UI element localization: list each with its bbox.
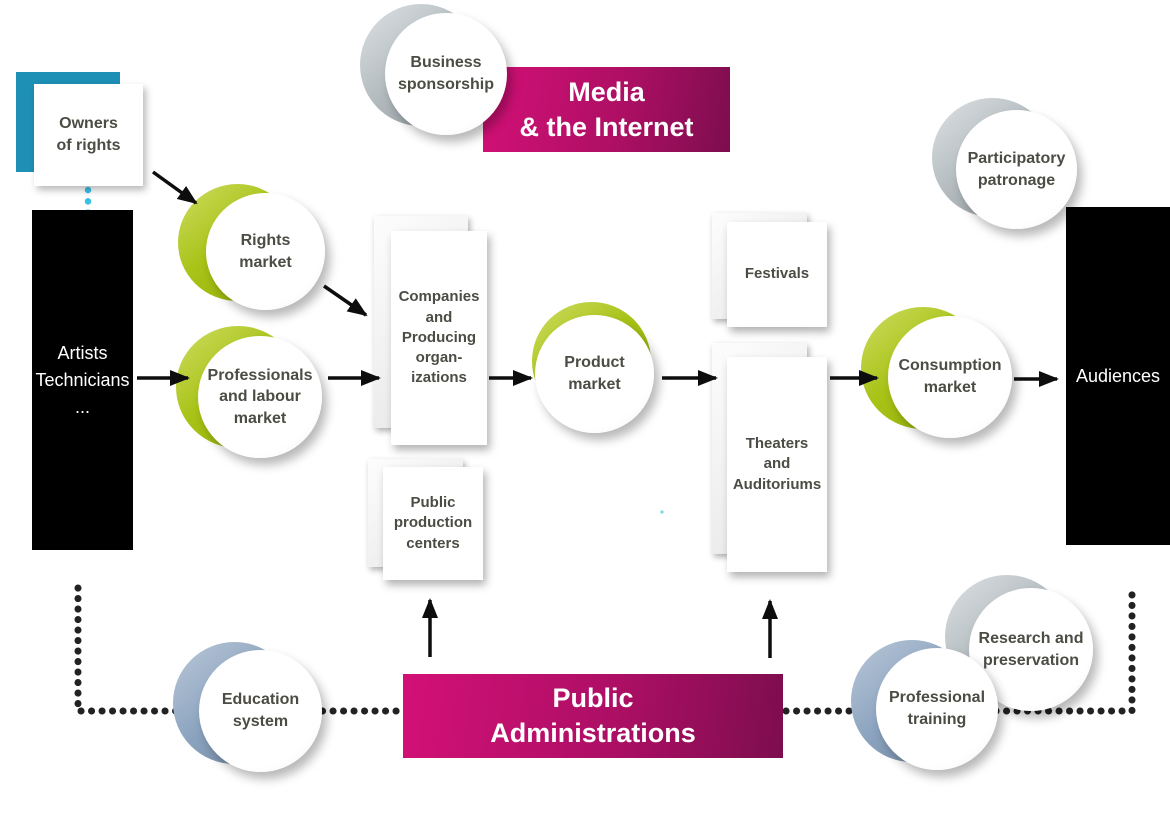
business-sponsorship-node: Business sponsorship [360, 4, 507, 135]
owners-of-rights-label: Owners of rights [56, 115, 121, 154]
professionals-labour-market-label: Professionals and labour market [207, 366, 313, 427]
rights-market-node: Rights market [178, 184, 325, 310]
participatory-patronage-label: Participatory patronage [967, 149, 1066, 189]
audiences-label: Audiences [1075, 365, 1161, 386]
consumption-market-label: Consumption market [898, 357, 1002, 396]
participatory-patronage-bubble: Participatory patronage [956, 110, 1077, 229]
education-system-bubble: Education system [199, 650, 322, 772]
theaters-auditoriums-label: Theaters and Auditoriums [732, 435, 822, 493]
audiences-box: Audiences [1066, 207, 1170, 545]
product-market-node: Product market [532, 302, 654, 433]
business-sponsorship-bubble: Business sponsorship [385, 13, 507, 135]
education-system-label: Education system [221, 691, 300, 730]
public-administrations-label: Public Administrations [490, 683, 696, 748]
public-production-centers-box: Public production centers [383, 467, 483, 580]
artists-technicians-label: Artists Technicians ... [35, 342, 130, 417]
owners-of-rights-box: Owners of rights [34, 84, 143, 186]
participatory-patronage-node: Participatory patronage [932, 98, 1077, 229]
public-administrations-banner: Public Administrations [403, 674, 783, 758]
companies-box: Companies and Producing organ- izations [391, 231, 487, 445]
companies-label: Companies and Producing organ- izations [398, 288, 480, 387]
festivals-label: Festivals [744, 265, 810, 283]
education-system-node: Education system [173, 642, 322, 772]
professionals-labour-market-node: Professionals and labour market [176, 326, 322, 458]
festivals-box: Festivals [727, 222, 827, 327]
artists-technicians-box: Artists Technicians ... [32, 210, 133, 550]
media-internet-banner: Media & the Internet [483, 67, 730, 152]
professionals-labour-market-bubble: Professionals and labour market [198, 336, 322, 458]
product-market-bubble: Product market [535, 315, 654, 433]
business-sponsorship-label: Business sponsorship [397, 54, 494, 93]
rights-market-bubble: Rights market [206, 193, 325, 310]
theaters-auditoriums-box: Theaters and Auditoriums [727, 357, 827, 572]
consumption-market-bubble: Consumption market [888, 316, 1012, 438]
professional-training-label: Professional training [888, 689, 986, 728]
consumption-market-node: Consumption market [861, 307, 1012, 438]
product-market-label: Product market [564, 354, 625, 393]
public-production-centers-label: Public production centers [393, 494, 473, 552]
rights-market-label: Rights market [239, 231, 292, 271]
media-internet-label: Media & the Internet [519, 76, 694, 142]
professional-training-node: Professional training [851, 640, 998, 770]
professional-training-bubble: Professional training [876, 648, 998, 770]
